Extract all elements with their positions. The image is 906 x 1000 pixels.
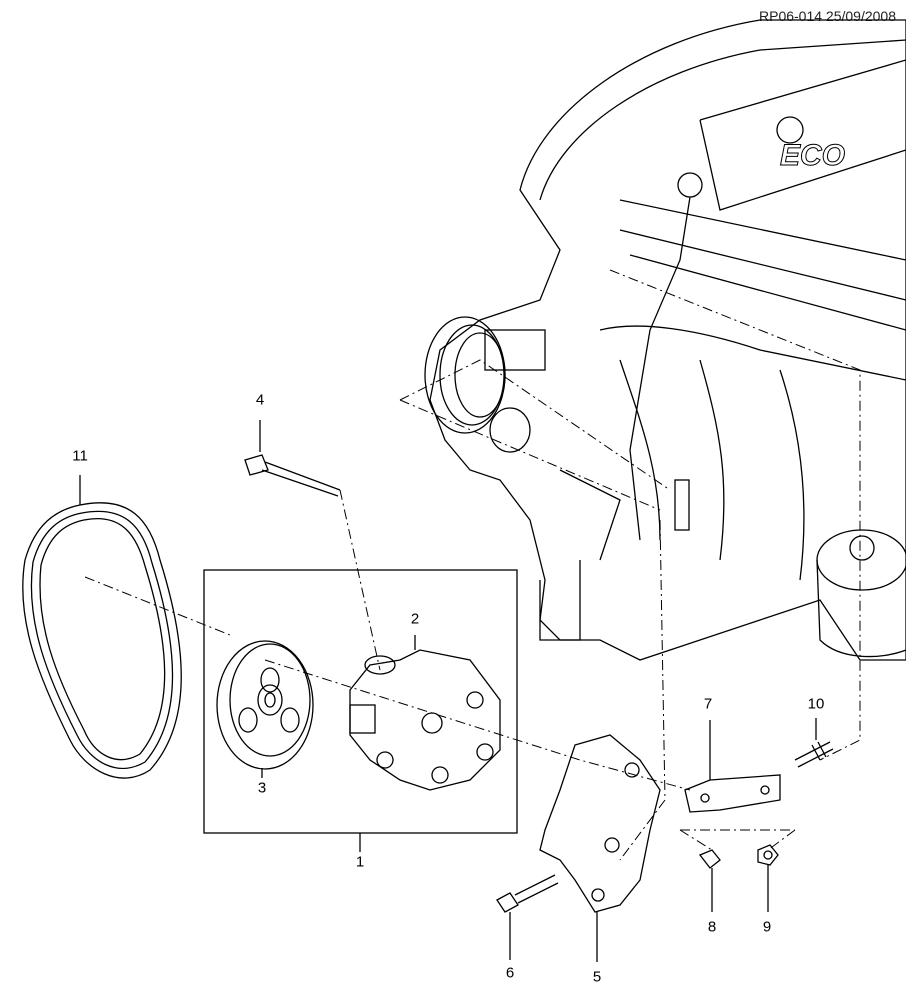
pump-bracket [539,734,661,962]
assembly-lines [84,269,861,861]
bolt-6 [496,874,559,960]
callout-10: 10 [807,695,825,713]
callout-8: 8 [707,918,717,936]
pump-assembly-frame [203,569,518,834]
callout-1: 1 [355,853,365,871]
bolt-8 [698,849,721,912]
pump-pulley [216,640,314,778]
callout-7: 7 [703,695,713,713]
bolt-4 [244,420,341,497]
engine-assembly: ECO [424,19,906,661]
callout-2: 2 [410,610,420,628]
power-steering-pump [349,635,501,791]
callout-3: 3 [257,779,267,797]
callout-4: 4 [255,391,265,409]
callout-11: 11 [72,447,88,465]
callout-5: 5 [592,968,602,986]
engine-logo: ECO [780,139,845,172]
callout-6: 6 [505,964,515,982]
support-bracket [684,720,781,813]
callout-9: 9 [762,918,772,936]
stud-10 [794,718,834,768]
nut-9 [757,844,779,912]
drive-belt [22,502,182,779]
